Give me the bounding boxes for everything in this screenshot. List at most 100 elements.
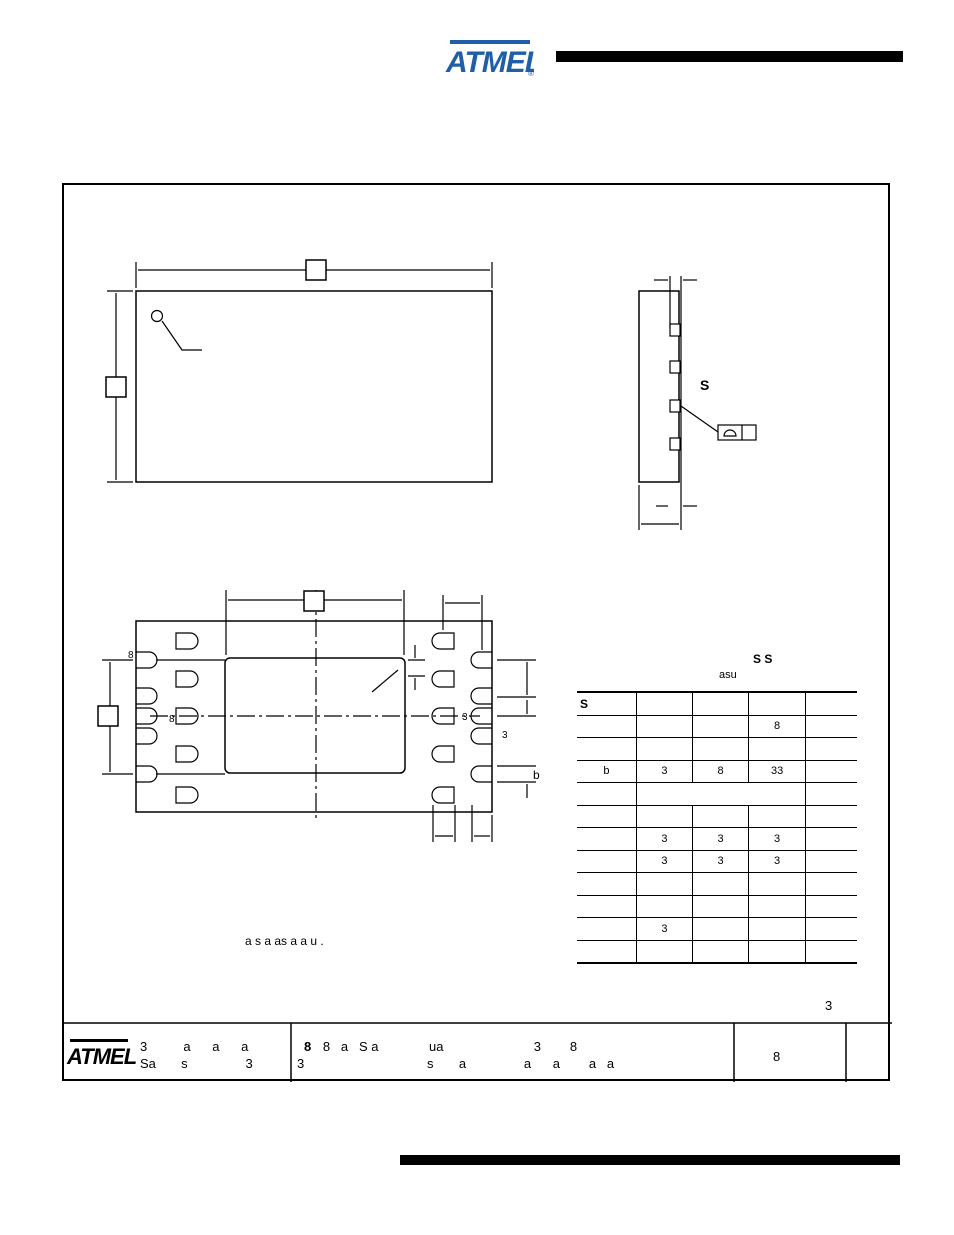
label-pin-8-mid: 8 — [169, 714, 175, 725]
title-block-left-line1: 3 a a a — [140, 1039, 249, 1054]
table-cell — [691, 737, 749, 760]
table-cell — [691, 714, 749, 738]
table-cell — [805, 939, 857, 963]
page-reference: 3 — [825, 998, 832, 1013]
title-block: ATMEL — [62, 1022, 892, 1082]
table-cell — [635, 692, 693, 715]
atmel-logo: ATMEL ® — [444, 38, 543, 79]
dim-box-pitch — [97, 705, 119, 727]
table-cell — [635, 737, 693, 760]
table-cell — [577, 917, 637, 940]
table-cell — [691, 804, 749, 828]
table-cell — [577, 894, 637, 918]
table-cell — [805, 692, 857, 715]
table-title-line1: S S — [753, 652, 772, 666]
table-cell — [805, 917, 857, 940]
table-row — [577, 782, 857, 805]
table-cell — [635, 804, 693, 828]
label-pin-8-top: 8 — [128, 650, 134, 661]
table-cell: 3 — [748, 849, 806, 873]
table-cell — [805, 849, 857, 873]
table-row — [577, 804, 857, 828]
top-view-outline — [135, 290, 493, 483]
table-cell — [691, 917, 749, 940]
table-cell — [691, 692, 749, 715]
table-cell — [805, 894, 857, 918]
title-block-mid-line2: 3 s a a a a a — [297, 1056, 615, 1071]
table-cell — [635, 782, 693, 805]
drawing-note: a s a as a a u . — [245, 934, 324, 948]
table-row: S — [577, 692, 857, 715]
table-row — [577, 737, 857, 760]
table-cell — [635, 714, 693, 738]
dim-box-width — [305, 259, 327, 281]
table-cell — [577, 827, 637, 850]
table-cell — [577, 804, 637, 828]
table-cell — [691, 939, 749, 963]
table-title-line2: asu — [719, 669, 737, 681]
flatness-symbol-box — [717, 424, 757, 441]
title-block-mid-line1: 8 a S a ua 3 8 — [312, 1039, 578, 1054]
table-cell — [577, 849, 637, 873]
table-cell — [805, 737, 857, 760]
table-cell — [748, 782, 806, 805]
bottom-view-outline — [135, 620, 493, 813]
pin1-leader — [161, 320, 202, 351]
table-cell — [748, 737, 806, 760]
table-cell — [805, 804, 857, 828]
table-cell — [805, 872, 857, 895]
dim-box-height — [105, 376, 127, 398]
table-cell: 3 — [748, 827, 806, 850]
table-row — [577, 894, 857, 918]
table-cell: S — [580, 696, 589, 711]
table-row: 3 — [577, 917, 857, 940]
header-bar — [556, 51, 903, 62]
title-block-right-value: 8 — [773, 1049, 781, 1064]
side-view-outline — [638, 290, 680, 483]
table-cell — [635, 872, 693, 895]
table-row — [577, 939, 857, 963]
table-cell — [577, 782, 637, 805]
label-b: b — [533, 768, 540, 782]
pin1-indicator — [150, 309, 164, 323]
table-cell — [805, 759, 857, 783]
svg-text:®: ® — [528, 69, 534, 78]
table-cell — [748, 917, 806, 940]
drawing-frame — [62, 183, 890, 1081]
table-cell — [748, 872, 806, 895]
table-cell — [692, 782, 749, 805]
svg-text:ATMEL: ATMEL — [66, 1044, 137, 1069]
title-block-left-line2: Sa s 3 — [140, 1056, 253, 1071]
table-cell — [805, 714, 857, 738]
footer-bar — [400, 1155, 900, 1165]
table-cell — [577, 714, 637, 738]
table-cell — [635, 894, 693, 918]
dim-box-pad — [303, 590, 325, 612]
side-view-label: S — [700, 377, 709, 393]
table-cell: 8 — [748, 714, 806, 738]
table-cell — [577, 939, 637, 963]
table-cell — [691, 872, 749, 895]
table-cell — [691, 894, 749, 918]
table-cell: 3 — [691, 849, 749, 873]
table-row: 8 — [577, 714, 857, 738]
table-cell — [577, 872, 637, 895]
table-row — [577, 872, 857, 895]
label-pin-3-right: 3 — [462, 712, 468, 723]
table-cell: 33 — [748, 759, 806, 783]
table-cell: 3 — [635, 849, 693, 873]
title-block-mid-bold: 8 — [304, 1039, 312, 1054]
table-cell: 8 — [691, 759, 749, 783]
table-cell: 3 — [635, 827, 693, 850]
table-cell: 3 — [635, 759, 693, 783]
table-cell — [577, 737, 637, 760]
table-cell: b — [577, 759, 637, 783]
table-cell — [748, 692, 806, 715]
table-cell: 3 — [635, 917, 693, 940]
title-block-logo: ATMEL — [66, 1039, 138, 1069]
label-pin-3-lower: 3 — [502, 730, 508, 741]
